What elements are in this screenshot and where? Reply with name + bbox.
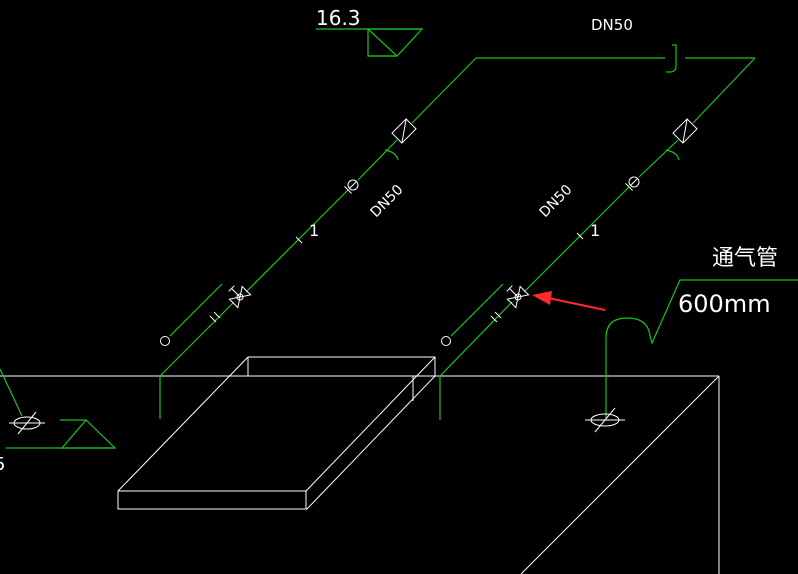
tick-left-label: 1 bbox=[309, 221, 319, 240]
structure-outline bbox=[0, 356, 720, 574]
tick-right-label: 1 bbox=[590, 221, 600, 240]
left-edge-label: 5 bbox=[0, 454, 5, 475]
valve-icon bbox=[344, 176, 640, 194]
vent-pipe-label: 通气管 bbox=[712, 246, 778, 271]
pipe-tick-marks bbox=[209, 232, 584, 323]
dn50-right-label: DN50 bbox=[537, 182, 576, 221]
floor-drain-icon bbox=[9, 407, 625, 435]
elevation-label: 16.3 bbox=[316, 6, 361, 30]
pipe-network bbox=[0, 28, 798, 449]
combination-valve-icon bbox=[228, 285, 530, 309]
pipe-bend bbox=[384, 149, 680, 161]
vent-length-label: 600mm bbox=[678, 290, 771, 318]
dn50-top-label: DN50 bbox=[591, 16, 633, 34]
check-valve-icon bbox=[391, 118, 698, 144]
pipe-end-circles bbox=[160, 336, 451, 346]
arrow-icon bbox=[532, 291, 606, 311]
dn50-left-label: DN50 bbox=[368, 182, 407, 221]
